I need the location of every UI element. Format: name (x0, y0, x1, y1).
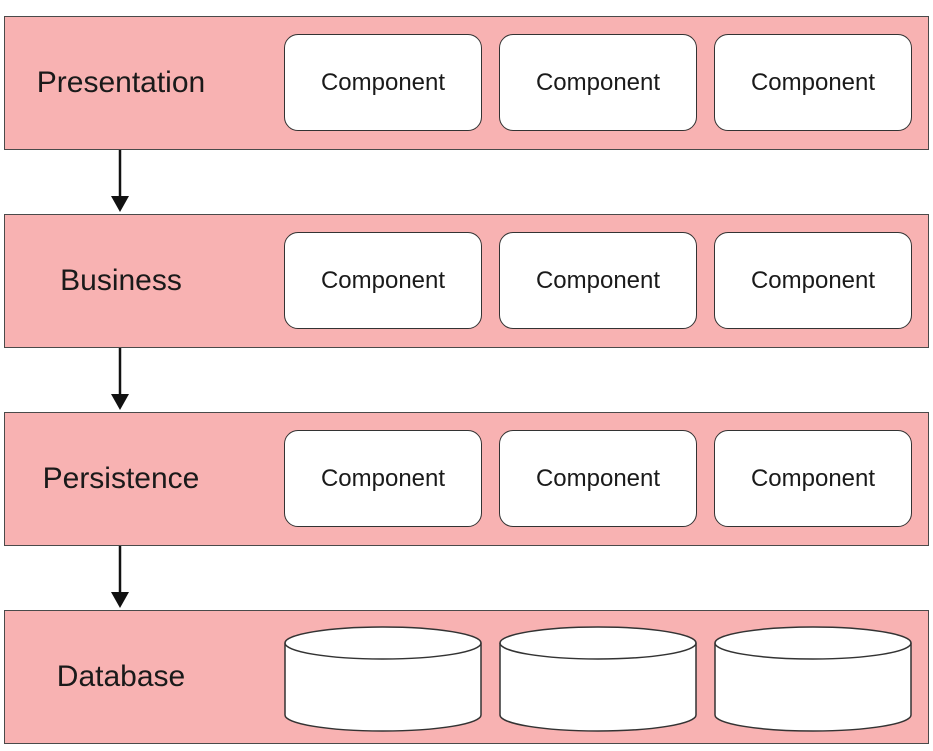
database-cylinder-icon-2 (499, 626, 697, 732)
layer-label-business: Business (60, 264, 182, 297)
arrow-persistence-to-database (111, 546, 129, 608)
database-cylinder-icon-1 (284, 626, 482, 732)
arrow-business-to-persistence (111, 348, 129, 410)
layer-label-presentation: Presentation (36, 66, 206, 99)
business-component-1: Component (284, 232, 482, 329)
presentation-component-3: Component (714, 34, 912, 131)
presentation-component-1: Component (284, 34, 482, 131)
business-component-2: Component (499, 232, 697, 329)
persistence-component-2: Component (499, 430, 697, 527)
layer-label-database: Database (56, 660, 186, 693)
layer-business: Business Component Component Component (4, 214, 929, 348)
layer-presentation: Presentation Component Component Compone… (4, 16, 929, 150)
presentation-component-2: Component (499, 34, 697, 131)
arrow-presentation-to-business (111, 150, 129, 212)
layer-database: Database (4, 610, 929, 744)
persistence-component-1: Component (284, 430, 482, 527)
layer-label-persistence: Persistence (42, 462, 200, 495)
business-component-3: Component (714, 232, 912, 329)
database-cylinder-icon-3 (714, 626, 912, 732)
layer-persistence: Persistence Component Component Componen… (4, 412, 929, 546)
persistence-component-3: Component (714, 430, 912, 527)
